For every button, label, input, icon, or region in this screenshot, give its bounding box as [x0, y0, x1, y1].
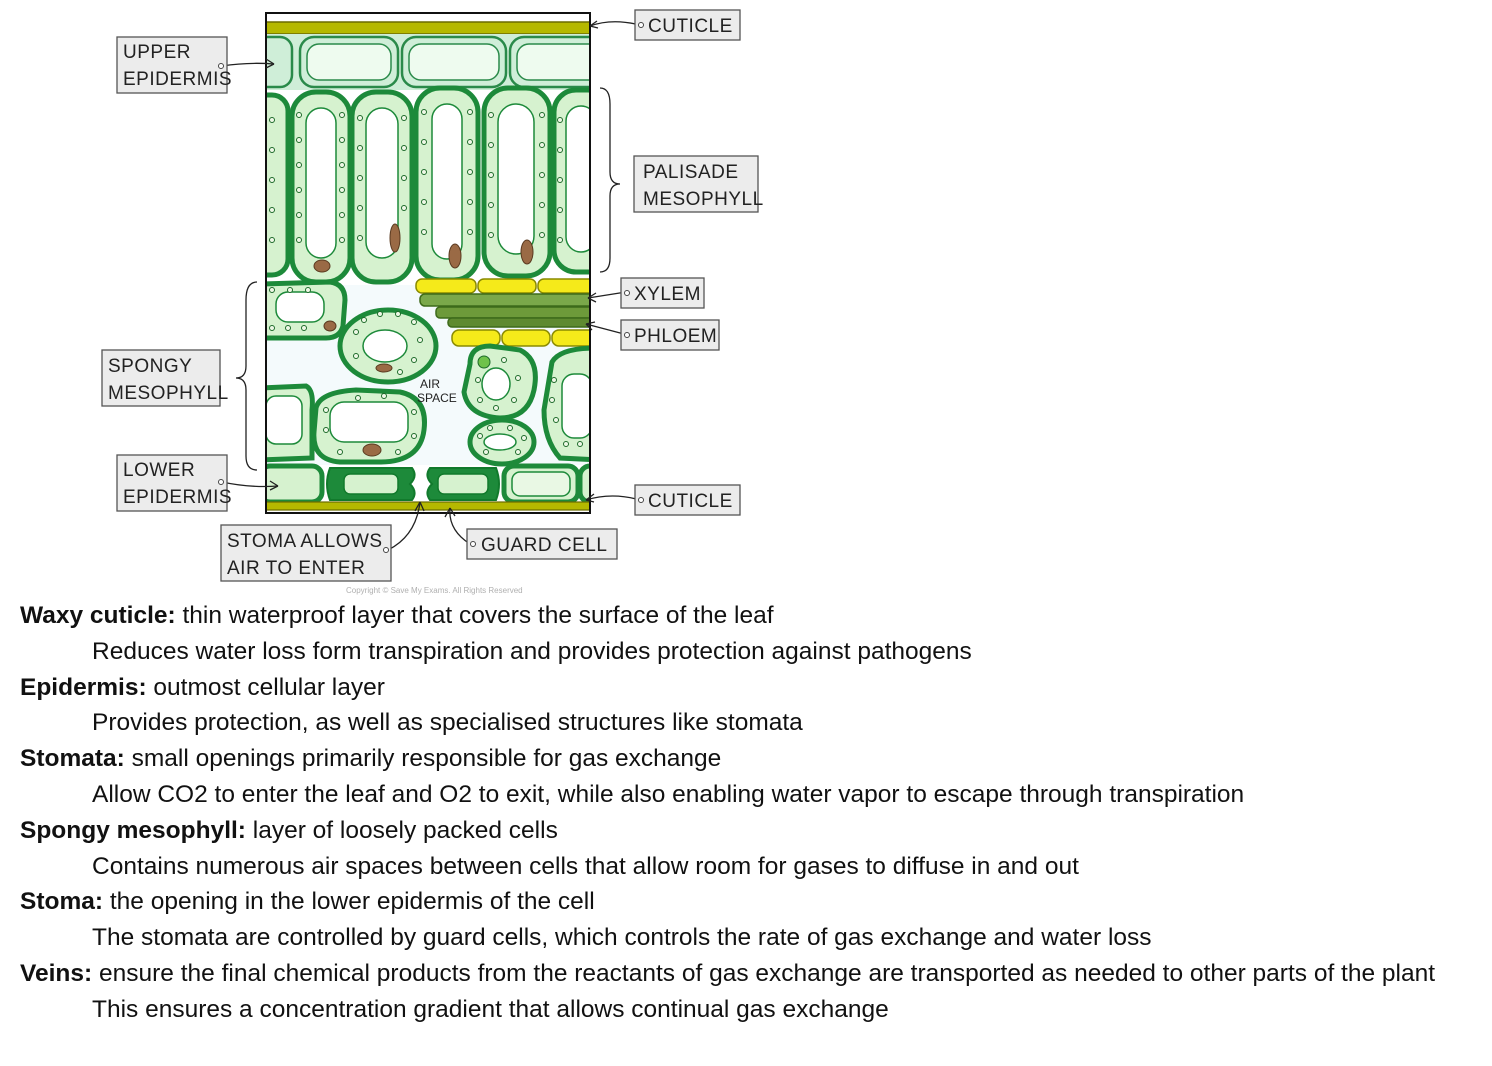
note-definition: small openings primarily responsible for… [124, 745, 722, 773]
note-epidermis: Epidermis: outmost cellular layer [20, 670, 1480, 706]
note-definition: ensure the final chemical products from … [92, 959, 1436, 987]
cuticle-bottom-label: CUTICLE [648, 491, 733, 512]
label-tag-spongy: SPONGY MESOPHYLL [101, 349, 229, 407]
note-term: Stomata: [20, 745, 125, 773]
note-definition: the opening in the lower epidermis of th… [103, 888, 595, 916]
note-term: Epidermis: [20, 673, 147, 701]
air-space-label-line1: AIR [420, 377, 440, 391]
phloem-label: PHLOEM [634, 326, 717, 347]
bottom-cuticle [266, 501, 590, 511]
palisade-label-line2: MESOPHYLL [643, 189, 764, 210]
note-veins: Veins: ensure the final chemical product… [20, 956, 1480, 992]
copyright-text: Copyright © Save My Exams. All Rights Re… [346, 586, 523, 595]
note-definition: thin waterproof layer that covers the su… [175, 602, 774, 629]
spongy-cells [266, 279, 590, 467]
note-definition: layer of loosely packed cells [245, 816, 558, 844]
stoma-label-line1: STOMA ALLOWS [227, 531, 383, 552]
top-cuticle [266, 21, 590, 35]
label-tag-palisade: PALISADE MESOPHYLL [633, 155, 764, 213]
palisade-cells [266, 85, 590, 285]
palisade-label-line1: PALISADE [643, 162, 739, 183]
upper-epidermis-label-line2: EPIDERMIS [123, 69, 232, 90]
notes-section: Waxy cuticle: thin waterproof layer that… [20, 598, 1480, 1028]
label-tag-phloem: PHLOEM [620, 319, 720, 351]
upper-epidermis-cells [266, 34, 590, 90]
lower-epidermis-label-line1: LOWER [123, 460, 195, 481]
label-tag-upper-epidermis: UPPER EPIDERMIS [116, 36, 232, 94]
xylem-label: XYLEM [634, 284, 701, 305]
lower-epidermis-cells [266, 463, 590, 505]
note-detail: The stomata are controlled by guard cell… [92, 924, 1152, 952]
note-detail: This ensures a concentration gradient th… [92, 995, 889, 1023]
note-waxy-cuticle: Waxy cuticle: thin waterproof layer that… [20, 598, 1480, 634]
note-detail: Provides protection, as well as speciali… [92, 709, 803, 737]
leaf-cross-section-diagram: AIR SPACE CUTICLE UPPER EPIDERMIS PALISA… [101, 9, 764, 595]
lower-epidermis-label-line2: EPIDERMIS [123, 487, 232, 508]
label-tag-stoma: STOMA ALLOWS AIR TO ENTER [220, 524, 392, 582]
air-space-label-line2: SPACE [417, 391, 457, 405]
label-tag-lower-epidermis: LOWER EPIDERMIS [116, 454, 232, 512]
label-tag-cuticle-bottom: CUTICLE [634, 484, 741, 516]
note-detail: Allow CO2 to enter the leaf and O2 to ex… [92, 780, 1245, 808]
stoma-label-line2: AIR TO ENTER [227, 558, 365, 579]
note-stomata: Stomata: small openings primarily respon… [20, 741, 1480, 777]
leaf-section-frame [265, 12, 591, 514]
note-term: Spongy mesophyll: [20, 816, 246, 844]
note-stoma: Stoma: the opening in the lower epidermi… [20, 884, 1480, 920]
guard-cell-label: GUARD CELL [481, 535, 607, 556]
note-term: Veins: [20, 959, 93, 987]
label-tag-xylem: XYLEM [620, 277, 705, 309]
note-term: Stoma: [20, 888, 104, 916]
label-tag-cuticle-top: CUTICLE [634, 9, 741, 41]
cuticle-top-label: CUTICLE [648, 16, 733, 37]
note-definition: outmost cellular layer [146, 673, 385, 701]
label-tag-guard-cell: GUARD CELL [466, 528, 618, 560]
note-detail: Contains numerous air spaces between cel… [92, 852, 1079, 880]
leaf-tissue [266, 13, 590, 513]
note-spongy-mesophyll: Spongy mesophyll: layer of loosely packe… [20, 813, 1480, 849]
spongy-label-line2: MESOPHYLL [108, 383, 229, 404]
spongy-label-line1: SPONGY [108, 356, 192, 377]
note-term: Waxy cuticle: [20, 602, 176, 629]
upper-epidermis-label-line1: UPPER [123, 42, 191, 63]
vascular-bundle [415, 278, 590, 347]
note-detail: Reduces water loss form transpiration an… [92, 637, 972, 665]
